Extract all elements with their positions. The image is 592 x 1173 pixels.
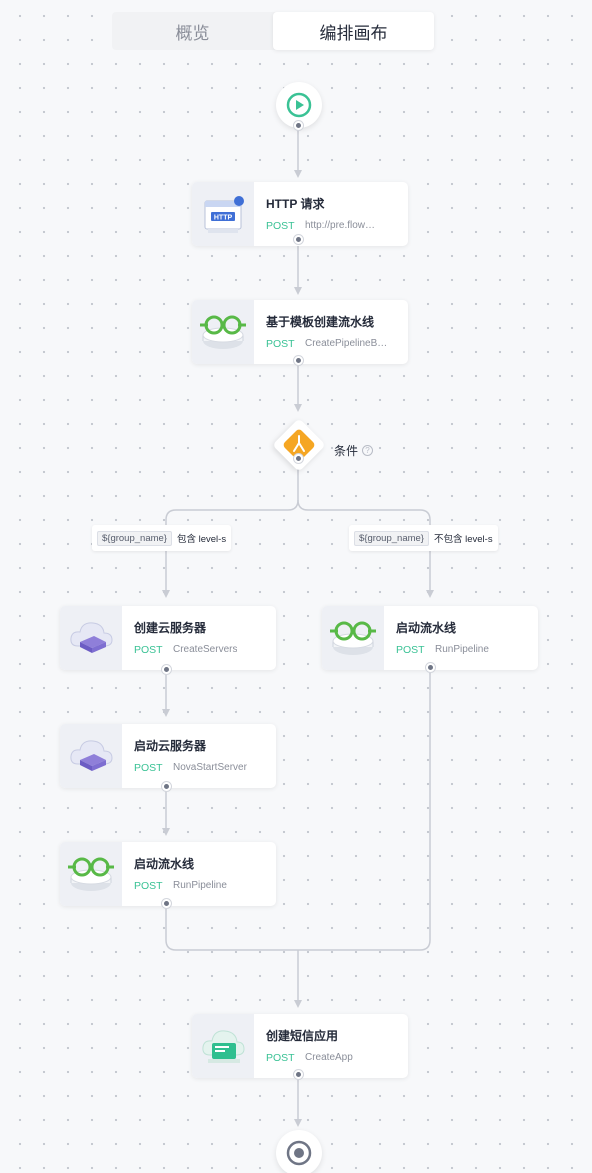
http-method: POST bbox=[134, 880, 163, 892]
port-run-pipeline-left[interactable] bbox=[162, 899, 171, 908]
arrow-head bbox=[294, 1119, 302, 1127]
node-title: 创建短信应用 bbox=[266, 1029, 339, 1043]
operation-name: NovaStartServer bbox=[173, 762, 247, 773]
http-method: POST bbox=[134, 762, 163, 774]
arrow-head bbox=[162, 709, 170, 717]
operation-name: CreateServers bbox=[173, 644, 238, 655]
port-condition[interactable] bbox=[294, 454, 303, 463]
node-title: 启动云服务器 bbox=[134, 739, 207, 753]
port-start[interactable] bbox=[294, 121, 303, 130]
branch-label-contains[interactable]: ${group_name} 包含 level-s bbox=[92, 525, 232, 551]
port-create-servers[interactable] bbox=[162, 665, 171, 674]
arrow-head bbox=[294, 287, 302, 295]
end-node[interactable] bbox=[276, 1130, 322, 1173]
node-create-pipeline[interactable]: 基于模板创建流水线 POST CreatePipelineB… bbox=[192, 300, 408, 364]
arrow-head bbox=[162, 828, 170, 836]
operation-name: RunPipeline bbox=[173, 880, 227, 891]
connector-branch-left bbox=[165, 460, 299, 596]
node-title: HTTP 请求 bbox=[266, 197, 325, 211]
pipeline-icon bbox=[192, 300, 254, 364]
operation-name: RunPipeline bbox=[435, 644, 489, 655]
play-icon bbox=[286, 92, 312, 118]
help-icon[interactable]: ? bbox=[362, 445, 374, 456]
branch-condition-text: 包含 level-s bbox=[176, 534, 227, 545]
node-run-pipeline-right[interactable]: 启动流水线 POST RunPipeline bbox=[322, 606, 538, 670]
http-icon: HTTP bbox=[192, 182, 254, 246]
node-title: 启动流水线 bbox=[396, 621, 457, 635]
pipeline-icon bbox=[60, 842, 122, 906]
port-http[interactable] bbox=[294, 235, 303, 244]
branch-glyph-icon bbox=[293, 435, 305, 452]
operation-name: CreateApp bbox=[305, 1052, 353, 1063]
http-method: POST bbox=[266, 220, 295, 232]
arrow-head bbox=[294, 170, 302, 178]
start-node[interactable] bbox=[276, 82, 322, 128]
stop-icon bbox=[286, 1140, 312, 1166]
node-title: 基于模板创建流水线 bbox=[266, 315, 375, 329]
tab-canvas[interactable]: 编排画布 bbox=[273, 12, 434, 50]
condition-text: 条件 bbox=[334, 444, 359, 458]
http-method: POST bbox=[134, 644, 163, 656]
http-method: POST bbox=[396, 644, 425, 656]
http-method: POST bbox=[266, 1052, 295, 1064]
node-start-server[interactable]: 启动云服务器 POST NovaStartServer bbox=[60, 724, 276, 788]
arrow-head bbox=[426, 590, 434, 598]
operation-name: http://pre.flow… bbox=[305, 220, 376, 231]
operation-name: CreatePipelineB… bbox=[305, 338, 388, 349]
condition-label: 条件 ? bbox=[334, 442, 374, 459]
variable-chip: ${group_name} bbox=[97, 530, 172, 546]
view-tabs: 概览 编排画布 bbox=[112, 12, 434, 50]
variable-chip: ${group_name} bbox=[354, 530, 429, 546]
branch-label-not-contains[interactable]: ${group_name} 不包含 level-s bbox=[349, 525, 498, 551]
port-run-pipeline-right[interactable] bbox=[426, 663, 435, 672]
tab-overview[interactable]: 概览 bbox=[175, 23, 210, 43]
port-create-pipeline[interactable] bbox=[294, 356, 303, 365]
arrow-head bbox=[294, 404, 302, 412]
cloud-server-icon bbox=[60, 606, 122, 670]
http-method: POST bbox=[266, 338, 295, 350]
sms-cloud-icon bbox=[192, 1014, 254, 1078]
node-run-pipeline-left[interactable]: 启动流水线 POST RunPipeline bbox=[60, 842, 276, 906]
node-http-request[interactable]: HTTP HTTP 请求 POST http://pre.flow… bbox=[192, 182, 408, 246]
port-start-server[interactable] bbox=[162, 782, 171, 791]
branch-condition-text: 不包含 level-s bbox=[433, 534, 493, 545]
node-title: 启动流水线 bbox=[134, 857, 195, 871]
pipeline-icon bbox=[322, 606, 384, 670]
arrow-head bbox=[294, 1000, 302, 1008]
node-create-sms-app[interactable]: 创建短信应用 POST CreateApp bbox=[192, 1014, 408, 1078]
port-create-sms-app[interactable] bbox=[294, 1070, 303, 1079]
connector-merge-left bbox=[165, 903, 298, 951]
node-title: 创建云服务器 bbox=[134, 621, 207, 635]
cloud-server-icon bbox=[60, 724, 122, 788]
svg-text:HTTP: HTTP bbox=[214, 215, 233, 222]
arrow-head bbox=[162, 590, 170, 598]
connector-merge-right bbox=[298, 667, 431, 951]
connector-branch-right bbox=[297, 499, 431, 596]
node-create-servers[interactable]: 创建云服务器 POST CreateServers bbox=[60, 606, 276, 670]
